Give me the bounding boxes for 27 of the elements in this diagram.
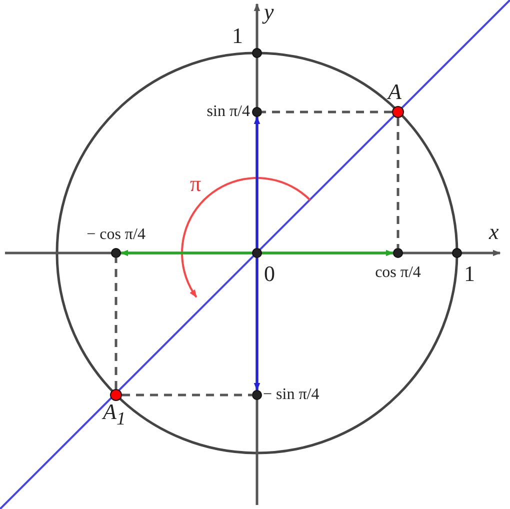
arrow <box>254 116 260 248</box>
point-label: 1 <box>464 262 475 286</box>
point-label: − cos π/4 <box>86 226 146 244</box>
dashed-line <box>396 118 400 248</box>
point <box>252 107 262 117</box>
arrow <box>254 258 260 391</box>
arrow <box>120 250 252 256</box>
point-label: cos π/4 <box>375 264 421 282</box>
point-label: sin π/4 <box>206 103 250 121</box>
axis-label: x <box>489 220 499 244</box>
point-label: A$_{1}$ <box>103 400 126 429</box>
dashed-line <box>114 258 118 389</box>
point <box>393 248 403 258</box>
point <box>252 390 262 400</box>
point <box>252 248 262 258</box>
point-label: 1 <box>232 24 243 48</box>
point <box>452 248 462 258</box>
point <box>111 248 121 258</box>
axis-label: y <box>264 0 274 24</box>
angle-label: π <box>190 172 202 196</box>
arrow <box>262 250 394 256</box>
point-label: − sin π/4 <box>263 386 320 404</box>
point-label: 0 <box>264 262 275 286</box>
dashed-line <box>262 110 392 114</box>
point <box>252 48 262 58</box>
point-label: A <box>388 80 402 104</box>
dashed-line <box>122 394 252 396</box>
